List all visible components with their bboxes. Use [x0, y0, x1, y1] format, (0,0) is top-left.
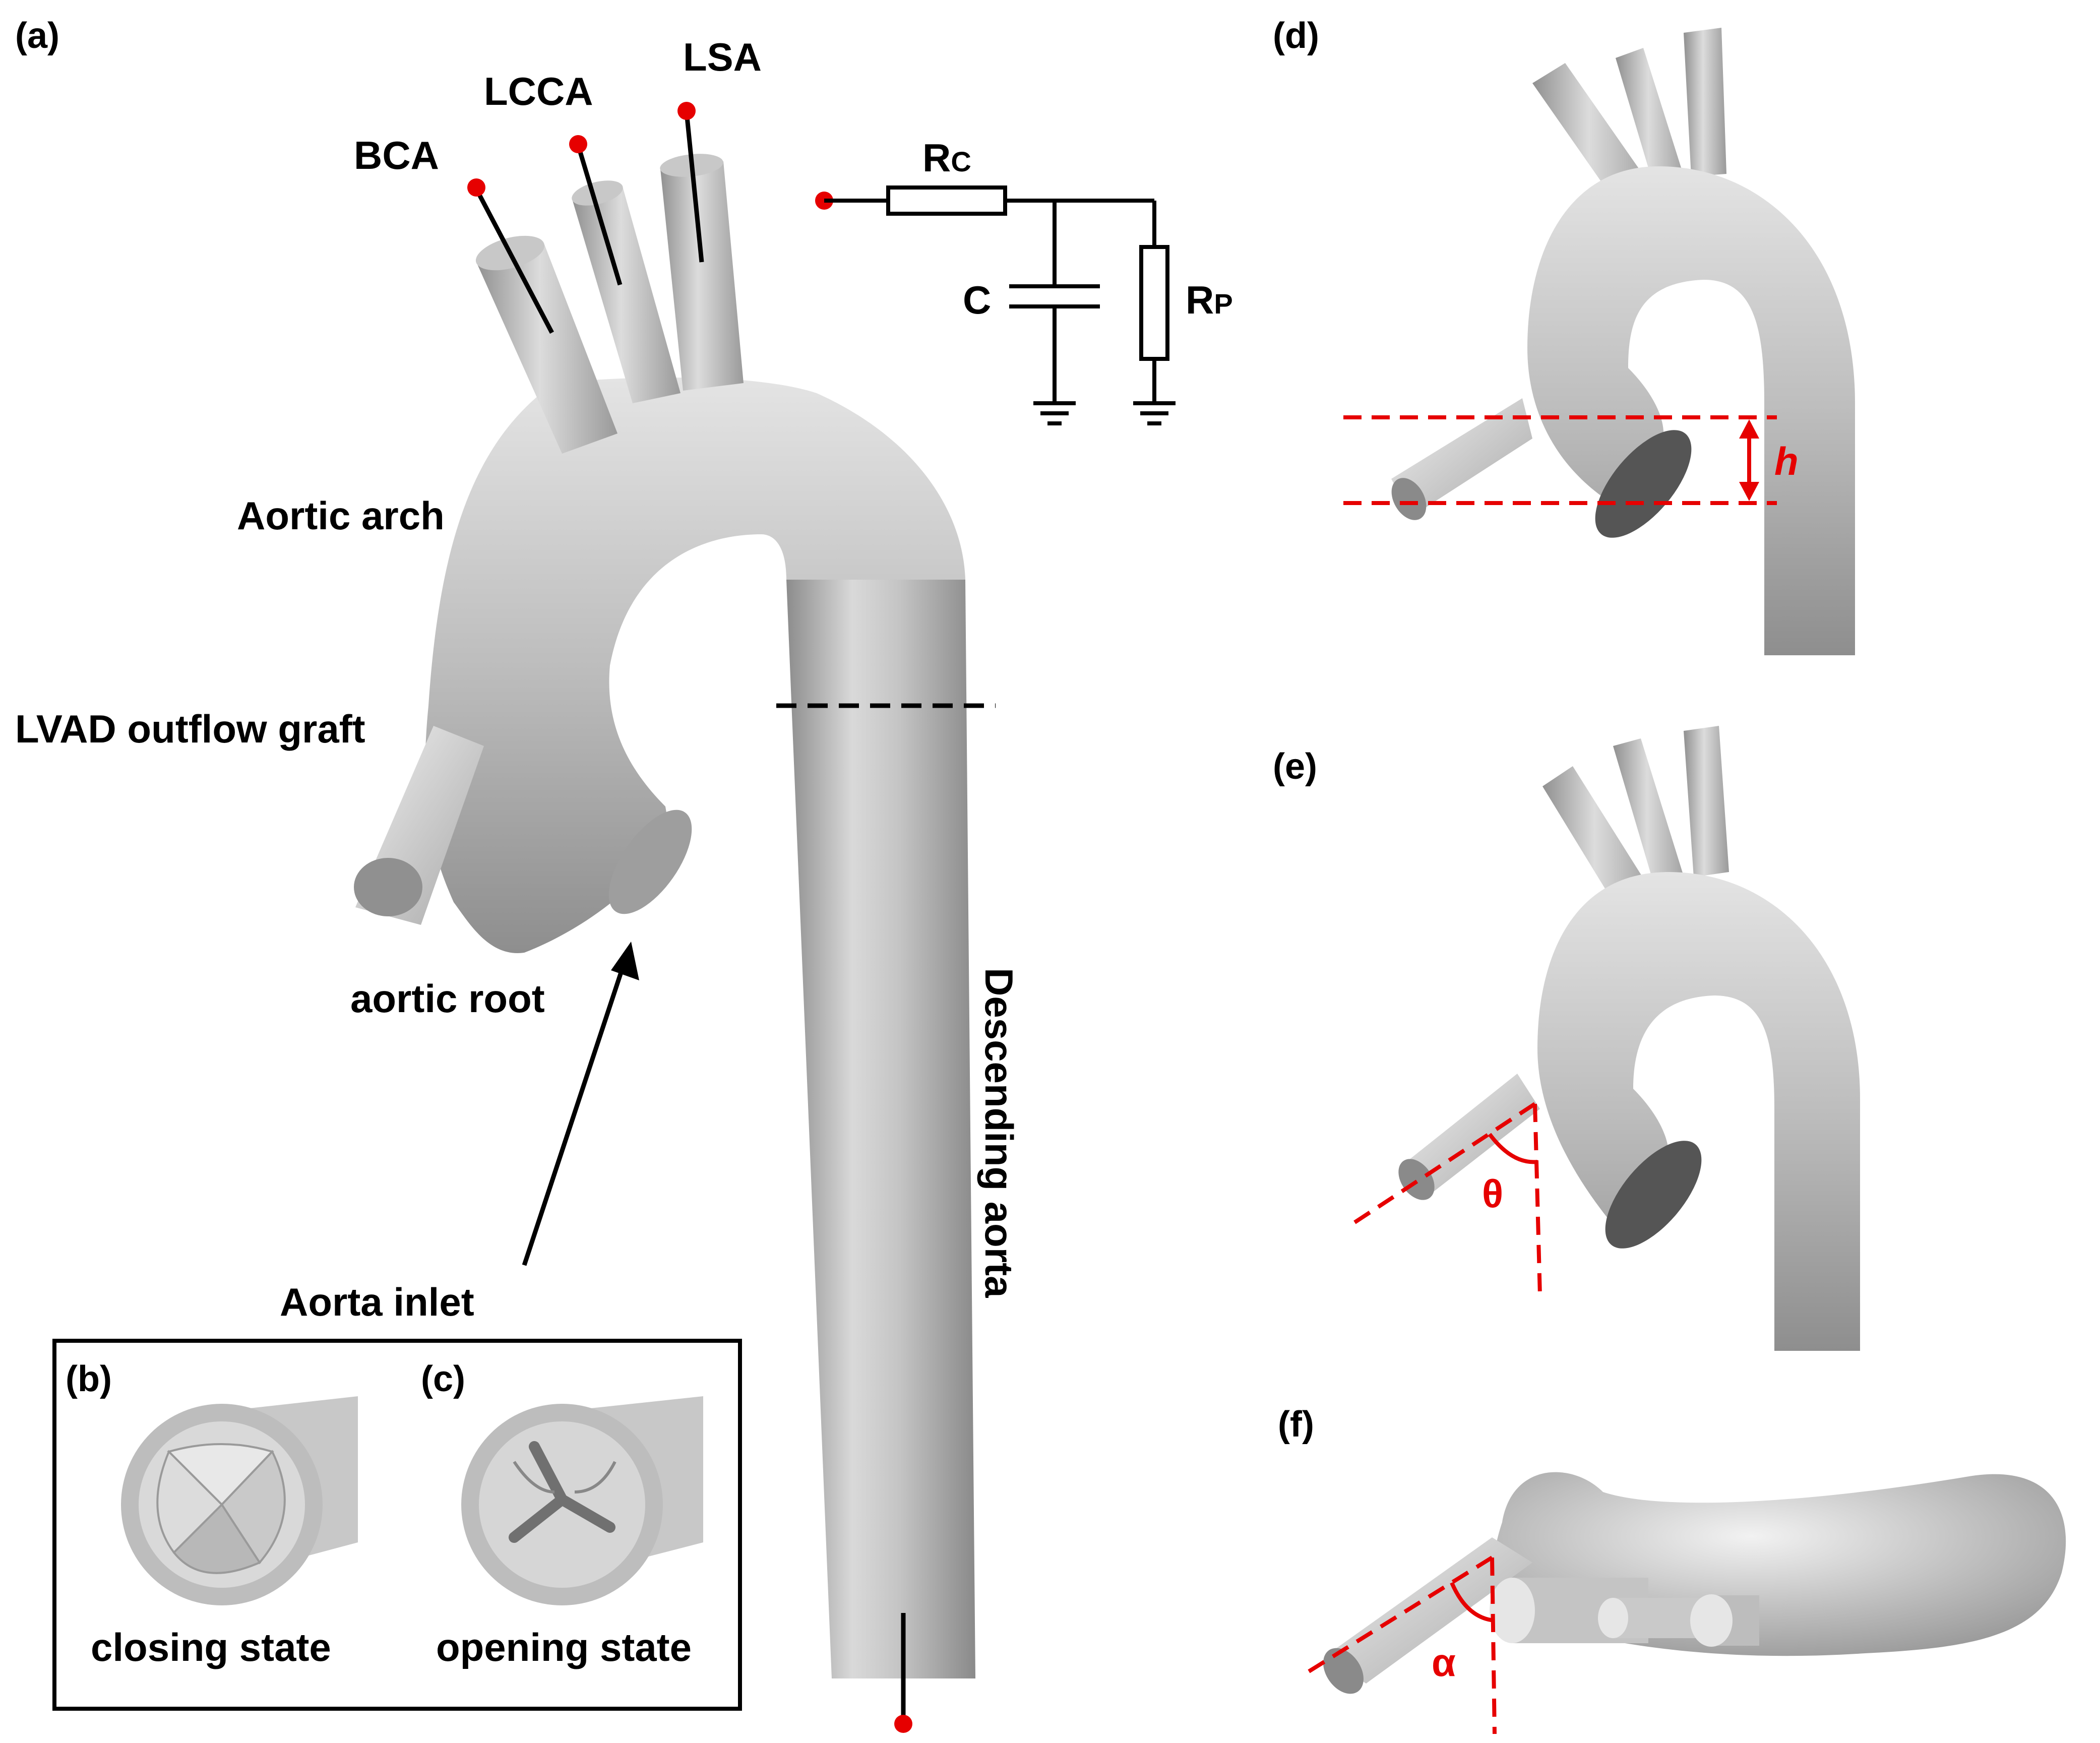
closing-state-label: closing state — [91, 1625, 331, 1669]
resistor-rp — [1139, 245, 1169, 361]
panel-e-label: (e) — [1273, 746, 1317, 787]
windkessel-circuit — [815, 185, 1176, 425]
lcca-vessel — [572, 180, 681, 403]
panel-b-label: (b) — [66, 1359, 112, 1399]
panel-f-label: (f) — [1278, 1404, 1314, 1445]
theta-symbol: θ — [1482, 1171, 1503, 1216]
lsa-label: LSA — [683, 35, 762, 79]
panel-d-label: (d) — [1273, 16, 1319, 56]
panel-a-label: (a) — [15, 16, 59, 56]
opening-state-label: opening state — [436, 1625, 692, 1669]
outlet-markers — [467, 102, 912, 1733]
descending-aorta-label: Descending aorta — [977, 968, 1021, 1298]
panel-e: (e) θ — [1273, 726, 1860, 1351]
panel-a: (a) — [15, 16, 1233, 1733]
lcca-label: LCCA — [484, 69, 593, 113]
descending-outlet-dot — [894, 1715, 912, 1733]
theta-annotation: θ — [1349, 1102, 1542, 1296]
lsa-vessel — [660, 154, 744, 391]
aortic-arch — [425, 377, 965, 953]
lvad-outflow-graft — [354, 726, 484, 925]
valve-closing — [121, 1396, 358, 1605]
valve-inset: (b) (c) closing state opening state — [52, 1339, 742, 1711]
panel-d: (d) h — [1273, 16, 1855, 655]
rc-label: RC — [922, 136, 971, 180]
aortic-root-label: aortic root — [350, 976, 545, 1021]
aorta-inlet-label: Aorta inlet — [280, 1280, 474, 1324]
height-annotation: h — [1343, 415, 1799, 505]
resistor-rc — [886, 185, 1007, 216]
panel-c-label: (c) — [421, 1359, 465, 1399]
bca-outlet-dot — [467, 178, 485, 197]
panel-f: (f) α — [1278, 1404, 2066, 1734]
inlet-arrow — [522, 942, 639, 1266]
c-label: C — [963, 278, 991, 322]
lsa-outlet-dot — [677, 102, 696, 120]
rp-label: RP — [1186, 278, 1233, 322]
alpha-symbol: α — [1432, 1640, 1456, 1685]
alpha-annotation: α — [1304, 1555, 1497, 1734]
valve-opening — [461, 1396, 703, 1605]
aortic-arch-label: Aortic arch — [237, 493, 445, 538]
descending-aorta — [786, 580, 975, 1678]
lvad-graft-label: LVAD outflow graft — [15, 707, 365, 751]
bca-label: BCA — [354, 133, 439, 177]
lcca-outlet-dot — [569, 135, 587, 153]
h-symbol: h — [1774, 439, 1799, 483]
